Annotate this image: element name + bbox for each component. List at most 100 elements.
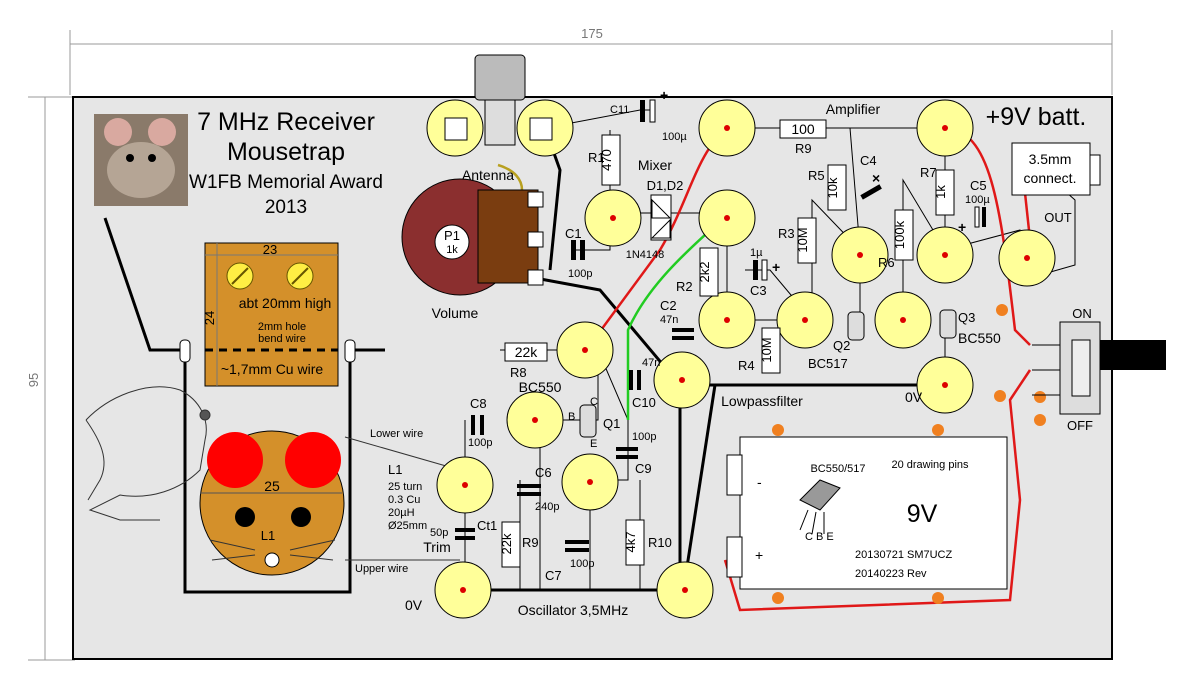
components-q2_type-text: BC517 (808, 356, 848, 371)
coil-induct-text: 20µH (388, 507, 415, 519)
components-c7_val-text: 100p (570, 558, 594, 570)
sections-jack_line1-text: 3.5mm (1029, 151, 1072, 167)
components-c1-text: C1 (565, 226, 582, 241)
components-r6_val-text: 100k (892, 220, 907, 249)
r10-resistor: 4k7 R10 (623, 519, 672, 566)
components-ct1-text: Ct1 (477, 518, 497, 533)
trap-box: 23 24 abt 20mm high 2mm hole bend wire ~… (202, 242, 339, 387)
r4-resistor: 10M R4 (738, 327, 781, 374)
components-c2_val-text: 47n (660, 314, 678, 326)
jack-connector: 3.5mm connect. (1011, 142, 1101, 196)
title-line1: 7 MHz Receiver (197, 108, 375, 136)
trap-height-text: 24 (202, 311, 217, 325)
battery_box-title-text: 20 drawing pins (891, 459, 969, 471)
mixer-label: Mixer (638, 157, 673, 173)
dimension-height: 95 (26, 96, 75, 661)
lowpass-label: Lowpassfilter (721, 393, 803, 409)
r7-resistor: 1k R7 (920, 165, 955, 216)
components-r3_val-text: 10M (795, 227, 810, 252)
coil-spec: L1 25 turn 0.3 Cu 20µH Ø25mm (388, 462, 427, 532)
antenna-wire (497, 163, 524, 191)
coil-label-text: L1 (388, 462, 402, 477)
components-r3-text: R3 (778, 226, 795, 241)
c10-capacitor: 47n C10 (629, 357, 660, 410)
c1-capacitor: C1 100p (565, 226, 592, 280)
trap-width-text: 23 (263, 242, 277, 257)
r6-resistor: 100k R6 (878, 209, 914, 270)
trap-mouse_width-text: 25 (264, 478, 280, 494)
c11-capacitor: C11 + 100µ (610, 87, 687, 143)
r2-resistor: 2k2 R2 (676, 247, 719, 297)
q3-transistor: Q3 BC550 (939, 309, 1001, 346)
battery_box-voltage-text: 9V (907, 500, 938, 528)
components-q3_type-text: BC550 (958, 330, 1001, 346)
coil-lower-text: Lower wire (370, 428, 423, 440)
trap-note4-text: ~1,7mm Cu wire (221, 361, 324, 377)
volume-pot: P1 1k (401, 178, 544, 296)
dimensions-height-text: 95 (26, 373, 41, 387)
components-c9_val-text: 100p (632, 431, 656, 443)
components-r9_val-text: 100 (791, 121, 815, 137)
components-r8_val-text: 22k (515, 344, 539, 360)
title-line4: 2013 (265, 197, 307, 218)
battery_box-pins-text: C B E (805, 531, 834, 543)
components-ct1_val-text: 50p (430, 527, 448, 539)
components-diode_type-text: 1N4148 (626, 249, 665, 261)
components-c6-text: C6 (535, 465, 552, 480)
components-p1-text: P1 (444, 228, 460, 243)
svg-text:+: + (958, 219, 966, 235)
q2-transistor: Q2 BC517 (808, 311, 865, 371)
components-c10_val-text: 47n (642, 357, 660, 369)
mouse-photo (94, 114, 188, 206)
components-c9-text: C9 (635, 461, 652, 476)
trap-note2-text: 2mm hole (258, 321, 306, 333)
components-q1-text: Q1 (603, 416, 620, 431)
components-r9b_val-text: 22k (499, 533, 514, 554)
components-c8-text: C8 (470, 396, 487, 411)
mouse-coil: 25 L1 (199, 430, 345, 576)
components-r1_val-text: 470 (599, 149, 614, 171)
components-q3-text: Q3 (958, 310, 975, 325)
zero-volt-left: 0V (405, 597, 423, 613)
power-switch (1032, 321, 1166, 415)
components-r8-text: R8 (510, 365, 527, 380)
amplifier-label: Amplifier (826, 101, 881, 117)
sections-jack_line2-text: connect. (1024, 170, 1077, 186)
components-r2_val-text: 2k2 (697, 262, 712, 283)
components-d1d2-text: D1,D2 (647, 178, 684, 193)
coil-upper-text: Upper wire (355, 563, 408, 575)
c3-capacitor: 1µ + C3 (750, 247, 780, 298)
svg-text:+: + (660, 87, 668, 103)
components-r4-text: R4 (738, 358, 755, 373)
c9-capacitor: 100p C9 (616, 431, 656, 476)
components-r10-text: R10 (648, 535, 672, 550)
dimensions-width-text: 175 (581, 26, 603, 41)
components-r6-text: R6 (878, 255, 895, 270)
svg-text:+: + (772, 259, 780, 275)
battery_box-date1-text: 20130721 SM7UCZ (855, 549, 953, 561)
components-c5-text: C5 (970, 178, 987, 193)
c2-capacitor: C2 47n (660, 298, 694, 340)
components-q2-text: Q2 (833, 338, 850, 353)
coil-turns-text: 25 turn (388, 481, 422, 493)
components-r7_val-text: 1k (933, 185, 948, 199)
components-c3_val-text: 1µ (750, 247, 763, 259)
coil-diam-text: Ø25mm (388, 520, 427, 532)
on-label: ON (1072, 306, 1092, 321)
components-r1-text: R1 (588, 150, 605, 165)
c5-capacitor: C5 100µ + (958, 178, 990, 235)
c6-capacitor: C6 240p (517, 465, 559, 513)
trim-label: Trim (423, 539, 450, 555)
components-p1_val-text: 1k (446, 244, 458, 256)
components-c4-text: C4 (860, 153, 877, 168)
antenna-label: Antenna (462, 167, 514, 183)
r3-resistor: 10M R3 (778, 217, 817, 264)
out-label: OUT (1044, 210, 1072, 225)
coil-mouse_label-text: L1 (261, 528, 275, 543)
battery_box-transistor-text: BC550/517 (810, 463, 865, 475)
q1-transistor: C B E Q1 (568, 396, 620, 450)
battery_box-date2-text: 20140223 Rev (855, 568, 927, 580)
components-c7-text: C7 (545, 568, 562, 583)
components-r9b-text: R9 (522, 535, 539, 550)
